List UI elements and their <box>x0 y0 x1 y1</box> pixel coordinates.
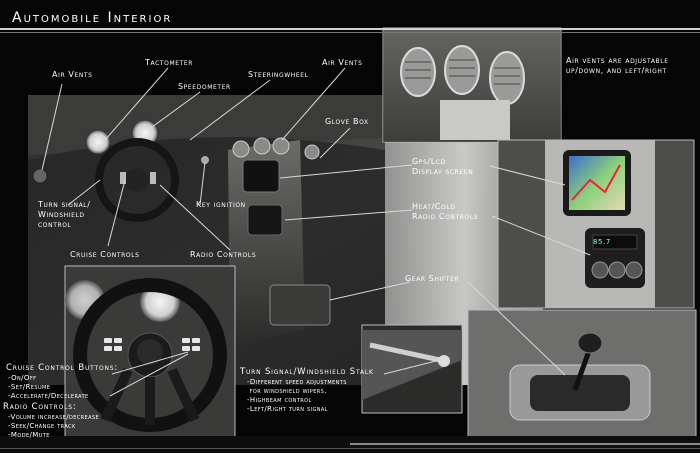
stalk-item: -Left/Right turn signal <box>247 405 328 413</box>
stalk-item: -Highbeam control <box>247 396 312 404</box>
label-air-vents-left: Air Vents <box>52 70 93 79</box>
label-air-vents-note: Air vents are adjustable up/down, and le… <box>566 56 669 75</box>
label-glove-box: Glove Box <box>325 117 369 126</box>
radio-controls-heading: Radio Controls: <box>3 402 77 412</box>
cruise-control-heading: Cruise Control Buttons: <box>6 363 119 373</box>
label-heat-cold: Heat/Cold Radio Controls <box>412 202 479 221</box>
cruise-control-item: -On/Off <box>8 374 37 382</box>
label-gear-shifter: Gear Shifter <box>405 274 460 283</box>
stalk-list: Turn Signal/Windshield Stalk -Different … <box>240 367 374 414</box>
cruise-control-item: -Set/Resume <box>8 383 51 391</box>
radio-controls-item: -Volume increase/decrease <box>8 413 100 421</box>
radio-controls-item: -Mode/Mute <box>8 431 50 439</box>
label-key-ignition: Key ignition <box>196 200 246 209</box>
label-air-vents-right: Air Vents <box>322 58 363 67</box>
page-title: Automobile Interior <box>12 10 173 26</box>
radio-controls-list: Radio Controls: -Volume increase/decreas… <box>3 402 99 440</box>
label-steeringwheel: Steeringwheel <box>248 70 309 79</box>
radio-display-value: 85.7 <box>593 238 611 246</box>
radio-controls-item: -Seek/Change track <box>8 422 76 430</box>
cruise-control-list: Cruise Control Buttons: -On/Off -Set/Res… <box>6 363 118 401</box>
label-cruise-controls: Cruise Controls <box>70 250 140 259</box>
label-speedometer: Speedometer <box>178 82 231 91</box>
title-rule-thin <box>0 32 700 33</box>
stalk-item: for windshield wipers. <box>247 387 327 395</box>
title-rule <box>0 28 700 30</box>
stalk-heading: Turn Signal/Windshield Stalk <box>240 367 374 377</box>
stalk-item: -Different speed adjustments <box>247 378 347 386</box>
cruise-control-item: -Accelerate/Decelerate <box>8 392 89 400</box>
label-gps-display: Gps/Lcd Display screen <box>412 157 474 176</box>
label-turn-signal: Turn signal/ Windshield control <box>38 200 91 229</box>
label-radio-controls: Radio Controls <box>190 250 257 259</box>
label-tactometer: Tactometer <box>145 58 194 67</box>
